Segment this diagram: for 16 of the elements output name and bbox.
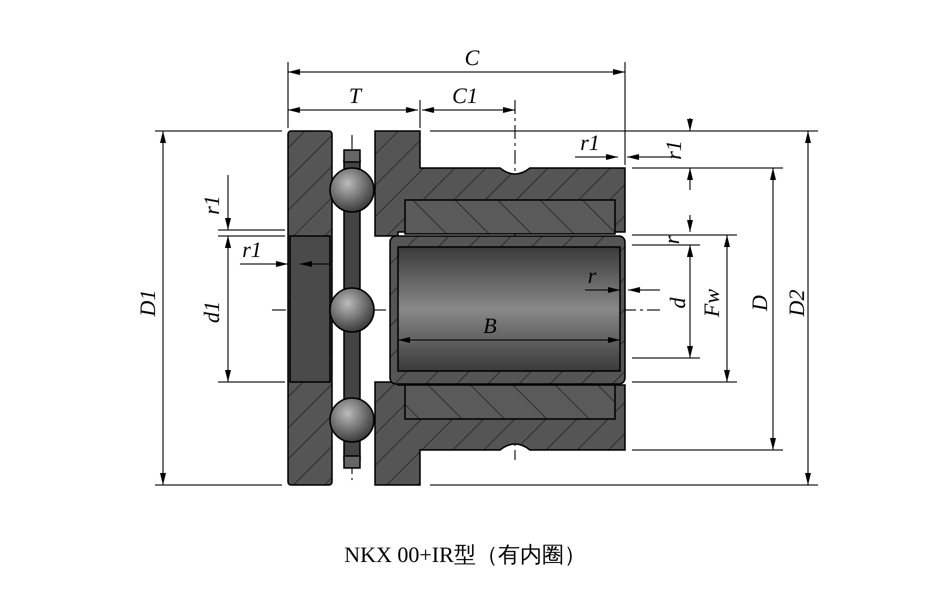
dimension-label: D: [749, 295, 771, 311]
dimension-label: Fw: [701, 288, 723, 318]
caption: NKX 00+IR型（有内圈）: [343, 541, 587, 569]
dimension-label: C: [464, 47, 480, 69]
dimension-label: r1: [580, 132, 600, 154]
dimension-label: d1: [201, 301, 223, 323]
dimension-label: T: [348, 85, 362, 107]
dimension-label: r1: [201, 195, 223, 215]
dimension-label: B: [483, 315, 497, 337]
dimension-label: r: [588, 265, 596, 287]
dimension-label: D1: [137, 290, 159, 316]
dimension-label: d: [667, 298, 689, 308]
dimension-label: C1: [452, 85, 478, 107]
dimension-label: r: [661, 236, 683, 244]
dimension-label: D2: [786, 290, 808, 316]
dimension-label: r1: [242, 239, 262, 261]
